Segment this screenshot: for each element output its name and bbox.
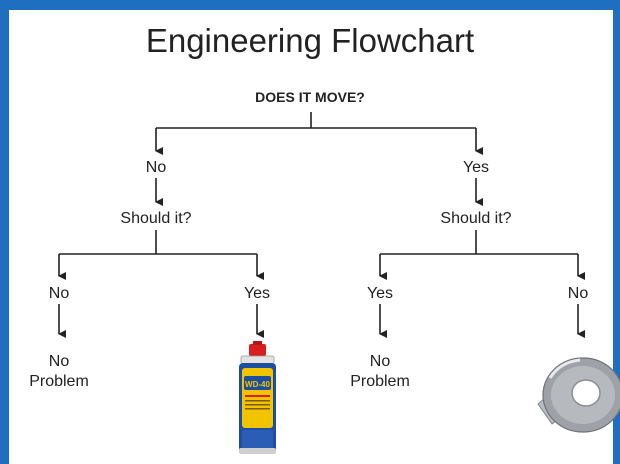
- svg-text:WD-40: WD-40: [245, 380, 270, 389]
- answer-right-yes: Yes: [366, 285, 394, 302]
- answer-yes: Yes: [462, 159, 490, 176]
- result-line1: No: [48, 353, 70, 370]
- duct-tape-icon: [537, 357, 620, 433]
- answer-left-no: No: [48, 285, 70, 302]
- result-no-problem-left: No Problem: [4, 352, 114, 392]
- result-line2: Problem: [350, 373, 410, 390]
- question-should-it-right: Should it?: [440, 210, 512, 227]
- diagram-title: Engineering Flowchart: [145, 22, 475, 59]
- wd40-can-icon: WD-40: [239, 341, 276, 454]
- answer-no: No: [145, 159, 167, 176]
- question-should-it-left: Should it?: [120, 210, 192, 227]
- root-question: DOES IT MOVE?: [255, 89, 365, 105]
- result-line1: No: [369, 353, 391, 370]
- answer-left-yes: Yes: [243, 285, 271, 302]
- answer-right-no: No: [567, 285, 589, 302]
- diagram-panel: [9, 10, 613, 464]
- result-no-problem-right: No Problem: [325, 352, 435, 392]
- result-line2: Problem: [29, 373, 89, 390]
